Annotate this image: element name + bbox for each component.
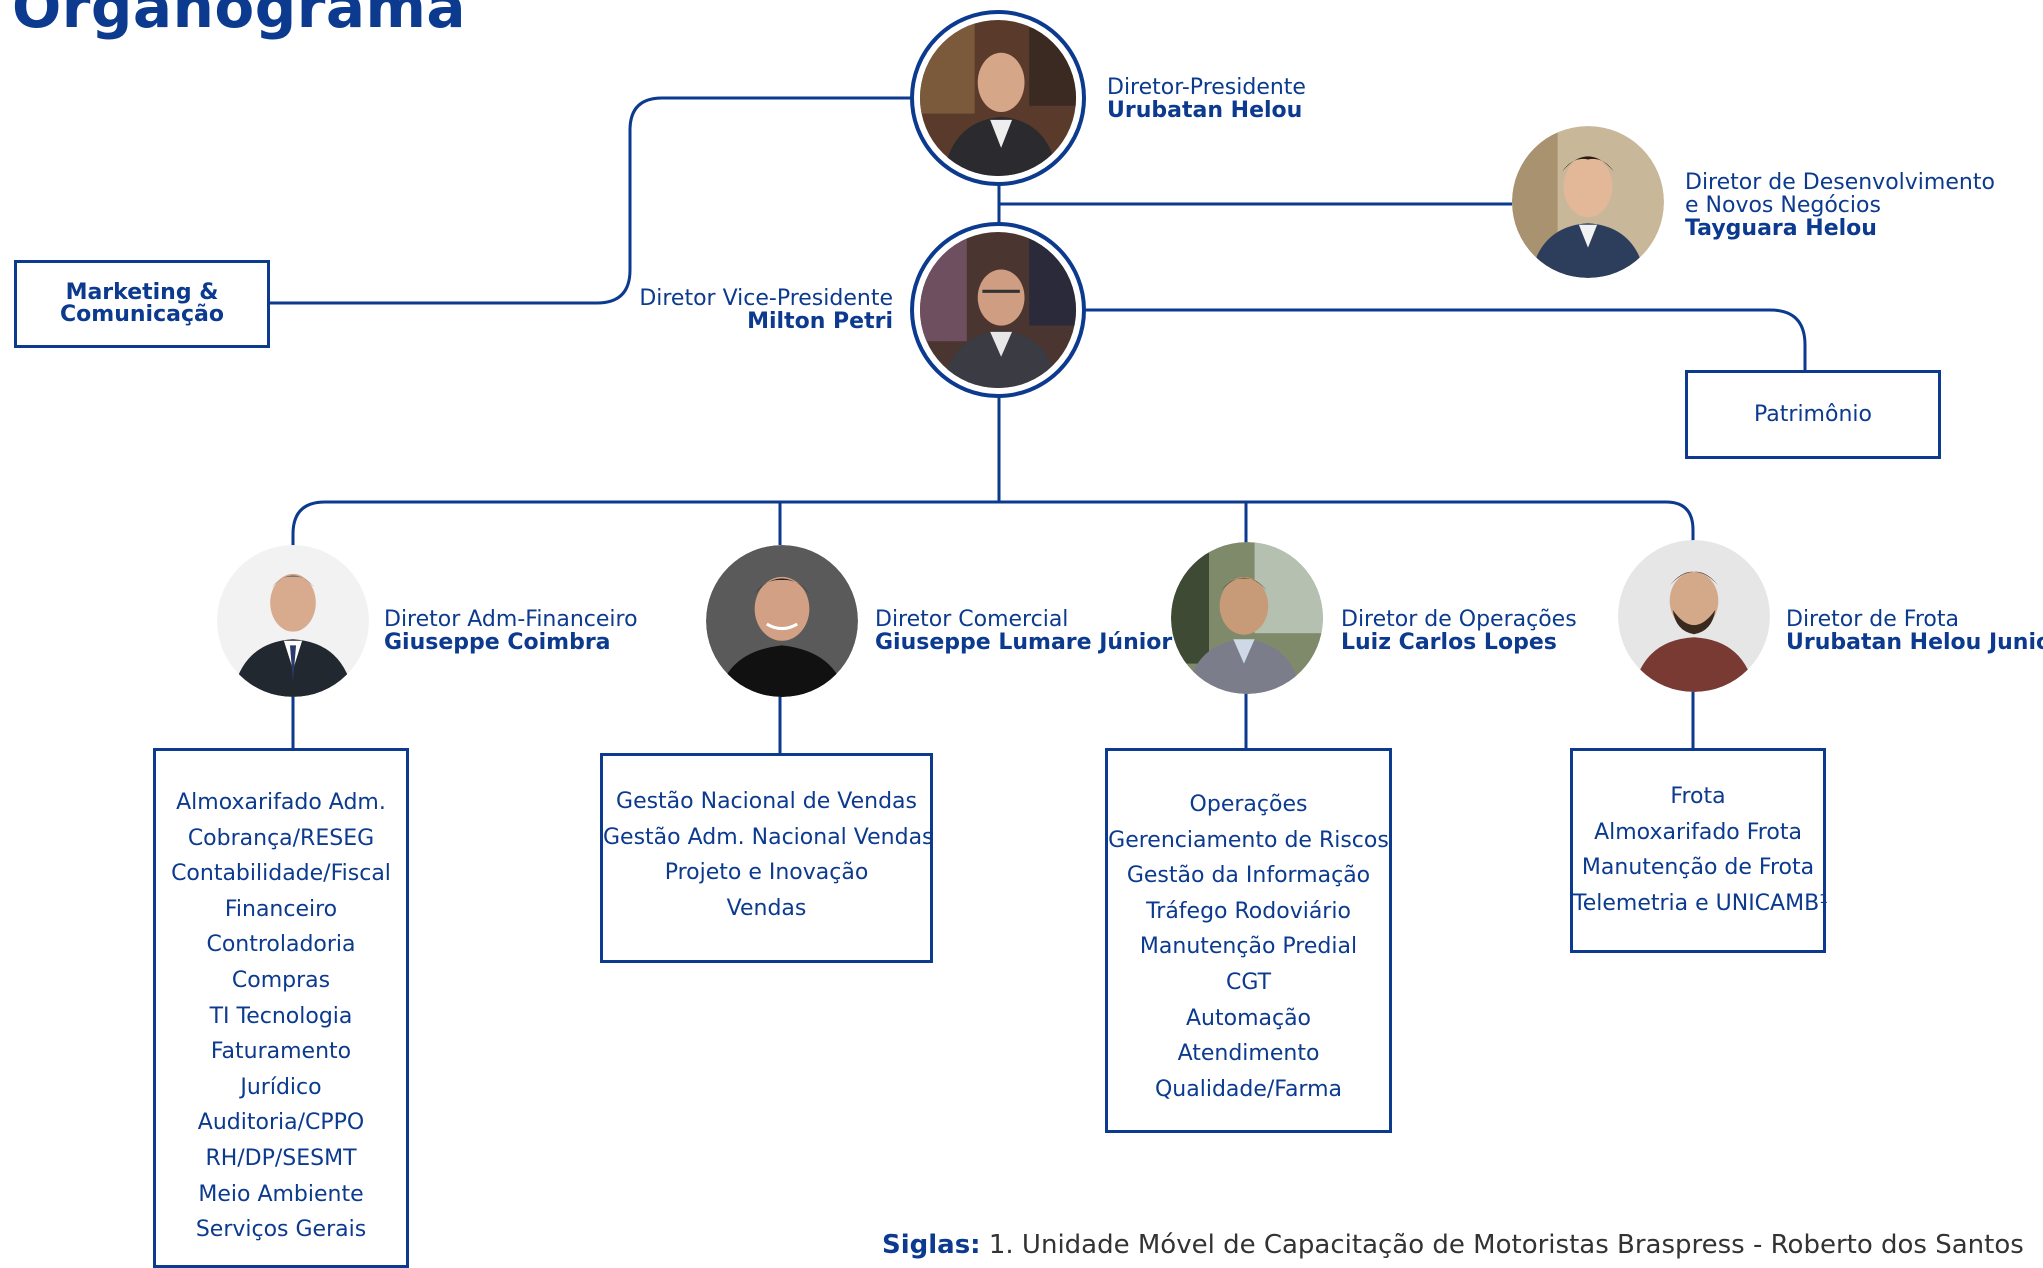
director-frota-label: Diretor de Frota Urubatan Helou Junior <box>1786 608 2043 654</box>
area-item: Frota <box>1670 784 1726 809</box>
area-item: Gestão da Informação <box>1126 863 1371 889</box>
director-comercial-label: Diretor Comercial Giuseppe Lumare Júnior <box>875 608 1172 654</box>
area-item: Jurídico <box>240 1074 322 1100</box>
director-role: Diretor de Operações <box>1341 607 1577 632</box>
director-name: Luiz Carlos Lopes <box>1341 630 1557 655</box>
director-name: Giuseppe Lumare Júnior <box>875 630 1173 655</box>
director-comercial-photo <box>706 545 858 697</box>
patrimonio-label: Patrimônio <box>1754 402 1872 427</box>
director-role: Diretor de Frota <box>1786 607 1959 632</box>
area-item: Atendimento <box>1177 1041 1320 1067</box>
president-name: Urubatan Helou <box>1107 98 1303 123</box>
vice-president-name: Milton Petri <box>747 309 893 334</box>
area-item: Tráfego Rodoviário <box>1146 898 1351 924</box>
area-item: TI Tecnologia <box>209 1003 353 1029</box>
director-name: Urubatan Helou Junior <box>1786 630 2043 655</box>
director-role: Diretor Comercial <box>875 607 1069 632</box>
president-photo <box>910 10 1086 186</box>
area-item: Almoxarifado Adm. <box>176 790 386 815</box>
president-role: Diretor-Presidente <box>1107 75 1306 100</box>
area-item: Almoxarifado Frota <box>1594 819 1802 845</box>
vice-president-photo <box>910 222 1086 398</box>
areas-box-frota: Frota Almoxarifado Frota Manutenção de F… <box>1570 748 1828 953</box>
development-role-line2: e Novos Negócios <box>1685 193 1881 218</box>
area-item: Gestão Adm. Nacional Vendas <box>603 824 934 850</box>
area-item: Serviços Gerais <box>195 1217 367 1243</box>
director-operacoes-photo <box>1171 542 1323 694</box>
development-director-photo <box>1512 126 1664 278</box>
development-name: Tayguara Helou <box>1685 216 1877 241</box>
area-item: Faturamento <box>210 1039 352 1065</box>
area-item: Projeto e Inovação <box>664 860 869 886</box>
area-item: RH/DP/SESMT <box>205 1145 357 1171</box>
area-item: Controladoria <box>206 932 356 958</box>
director-adm-financeiro-photo <box>217 545 369 697</box>
area-item: Cobrança/RESEG <box>187 825 375 851</box>
footnote: Siglas: 1. Unidade Móvel de Capacitação … <box>882 1230 2024 1260</box>
area-item: Telemetria e UNICAMB¹ <box>1573 890 1828 916</box>
area-item: Qualidade/Farma <box>1154 1076 1342 1102</box>
area-item: Manutenção de Frota <box>1581 855 1815 881</box>
director-adm-financeiro-label: Diretor Adm-Financeiro Giuseppe Coimbra <box>384 608 638 654</box>
marketing-box: Marketing & Comunicação <box>14 260 270 348</box>
areas-box-comercial: Gestão Nacional de Vendas Gestão Adm. Na… <box>600 753 934 963</box>
footnote-label: Siglas: <box>882 1230 981 1260</box>
director-name: Giuseppe Coimbra <box>384 630 611 655</box>
development-director-label: Diretor de Desenvolvimento e Novos Negóc… <box>1685 171 1995 240</box>
patrimonio-box: Patrimônio <box>1685 370 1941 459</box>
president-label: Diretor-Presidente Urubatan Helou <box>1107 76 1306 122</box>
areas-box-operacoes: Operações Gerenciamento de Riscos Gestão… <box>1105 748 1392 1133</box>
area-item: Automação <box>1185 1005 1312 1031</box>
area-item: Financeiro <box>224 896 338 922</box>
area-item: Gestão Nacional de Vendas <box>616 789 917 814</box>
marketing-line1: Marketing & <box>65 280 219 305</box>
area-item: Gerenciamento de Riscos <box>1108 827 1389 853</box>
area-item: Meio Ambiente <box>198 1181 364 1207</box>
area-item: Contabilidade/Fiscal <box>171 861 391 887</box>
area-item: CGT <box>1225 969 1272 995</box>
area-item: Manutenção Predial <box>1139 934 1358 960</box>
area-item: Compras <box>231 967 331 993</box>
director-role: Diretor Adm-Financeiro <box>384 607 638 632</box>
area-item: Auditoria/CPPO <box>197 1110 365 1136</box>
page-title: Organograma <box>12 0 467 41</box>
areas-box-adm-financeiro: Almoxarifado Adm. Cobrança/RESEG Contabi… <box>153 748 409 1268</box>
vice-president-label: Diretor Vice-Presidente Milton Petri <box>639 287 893 333</box>
area-item: Operações <box>1189 792 1308 817</box>
marketing-line2: Comunicação <box>60 302 224 327</box>
director-frota-photo <box>1618 540 1770 692</box>
development-role-line1: Diretor de Desenvolvimento <box>1685 170 1995 195</box>
footnote-text: 1. Unidade Móvel de Capacitação de Motor… <box>980 1230 2024 1260</box>
vice-president-role: Diretor Vice-Presidente <box>639 286 893 311</box>
director-operacoes-label: Diretor de Operações Luiz Carlos Lopes <box>1341 608 1577 654</box>
area-item: Vendas <box>726 895 807 921</box>
